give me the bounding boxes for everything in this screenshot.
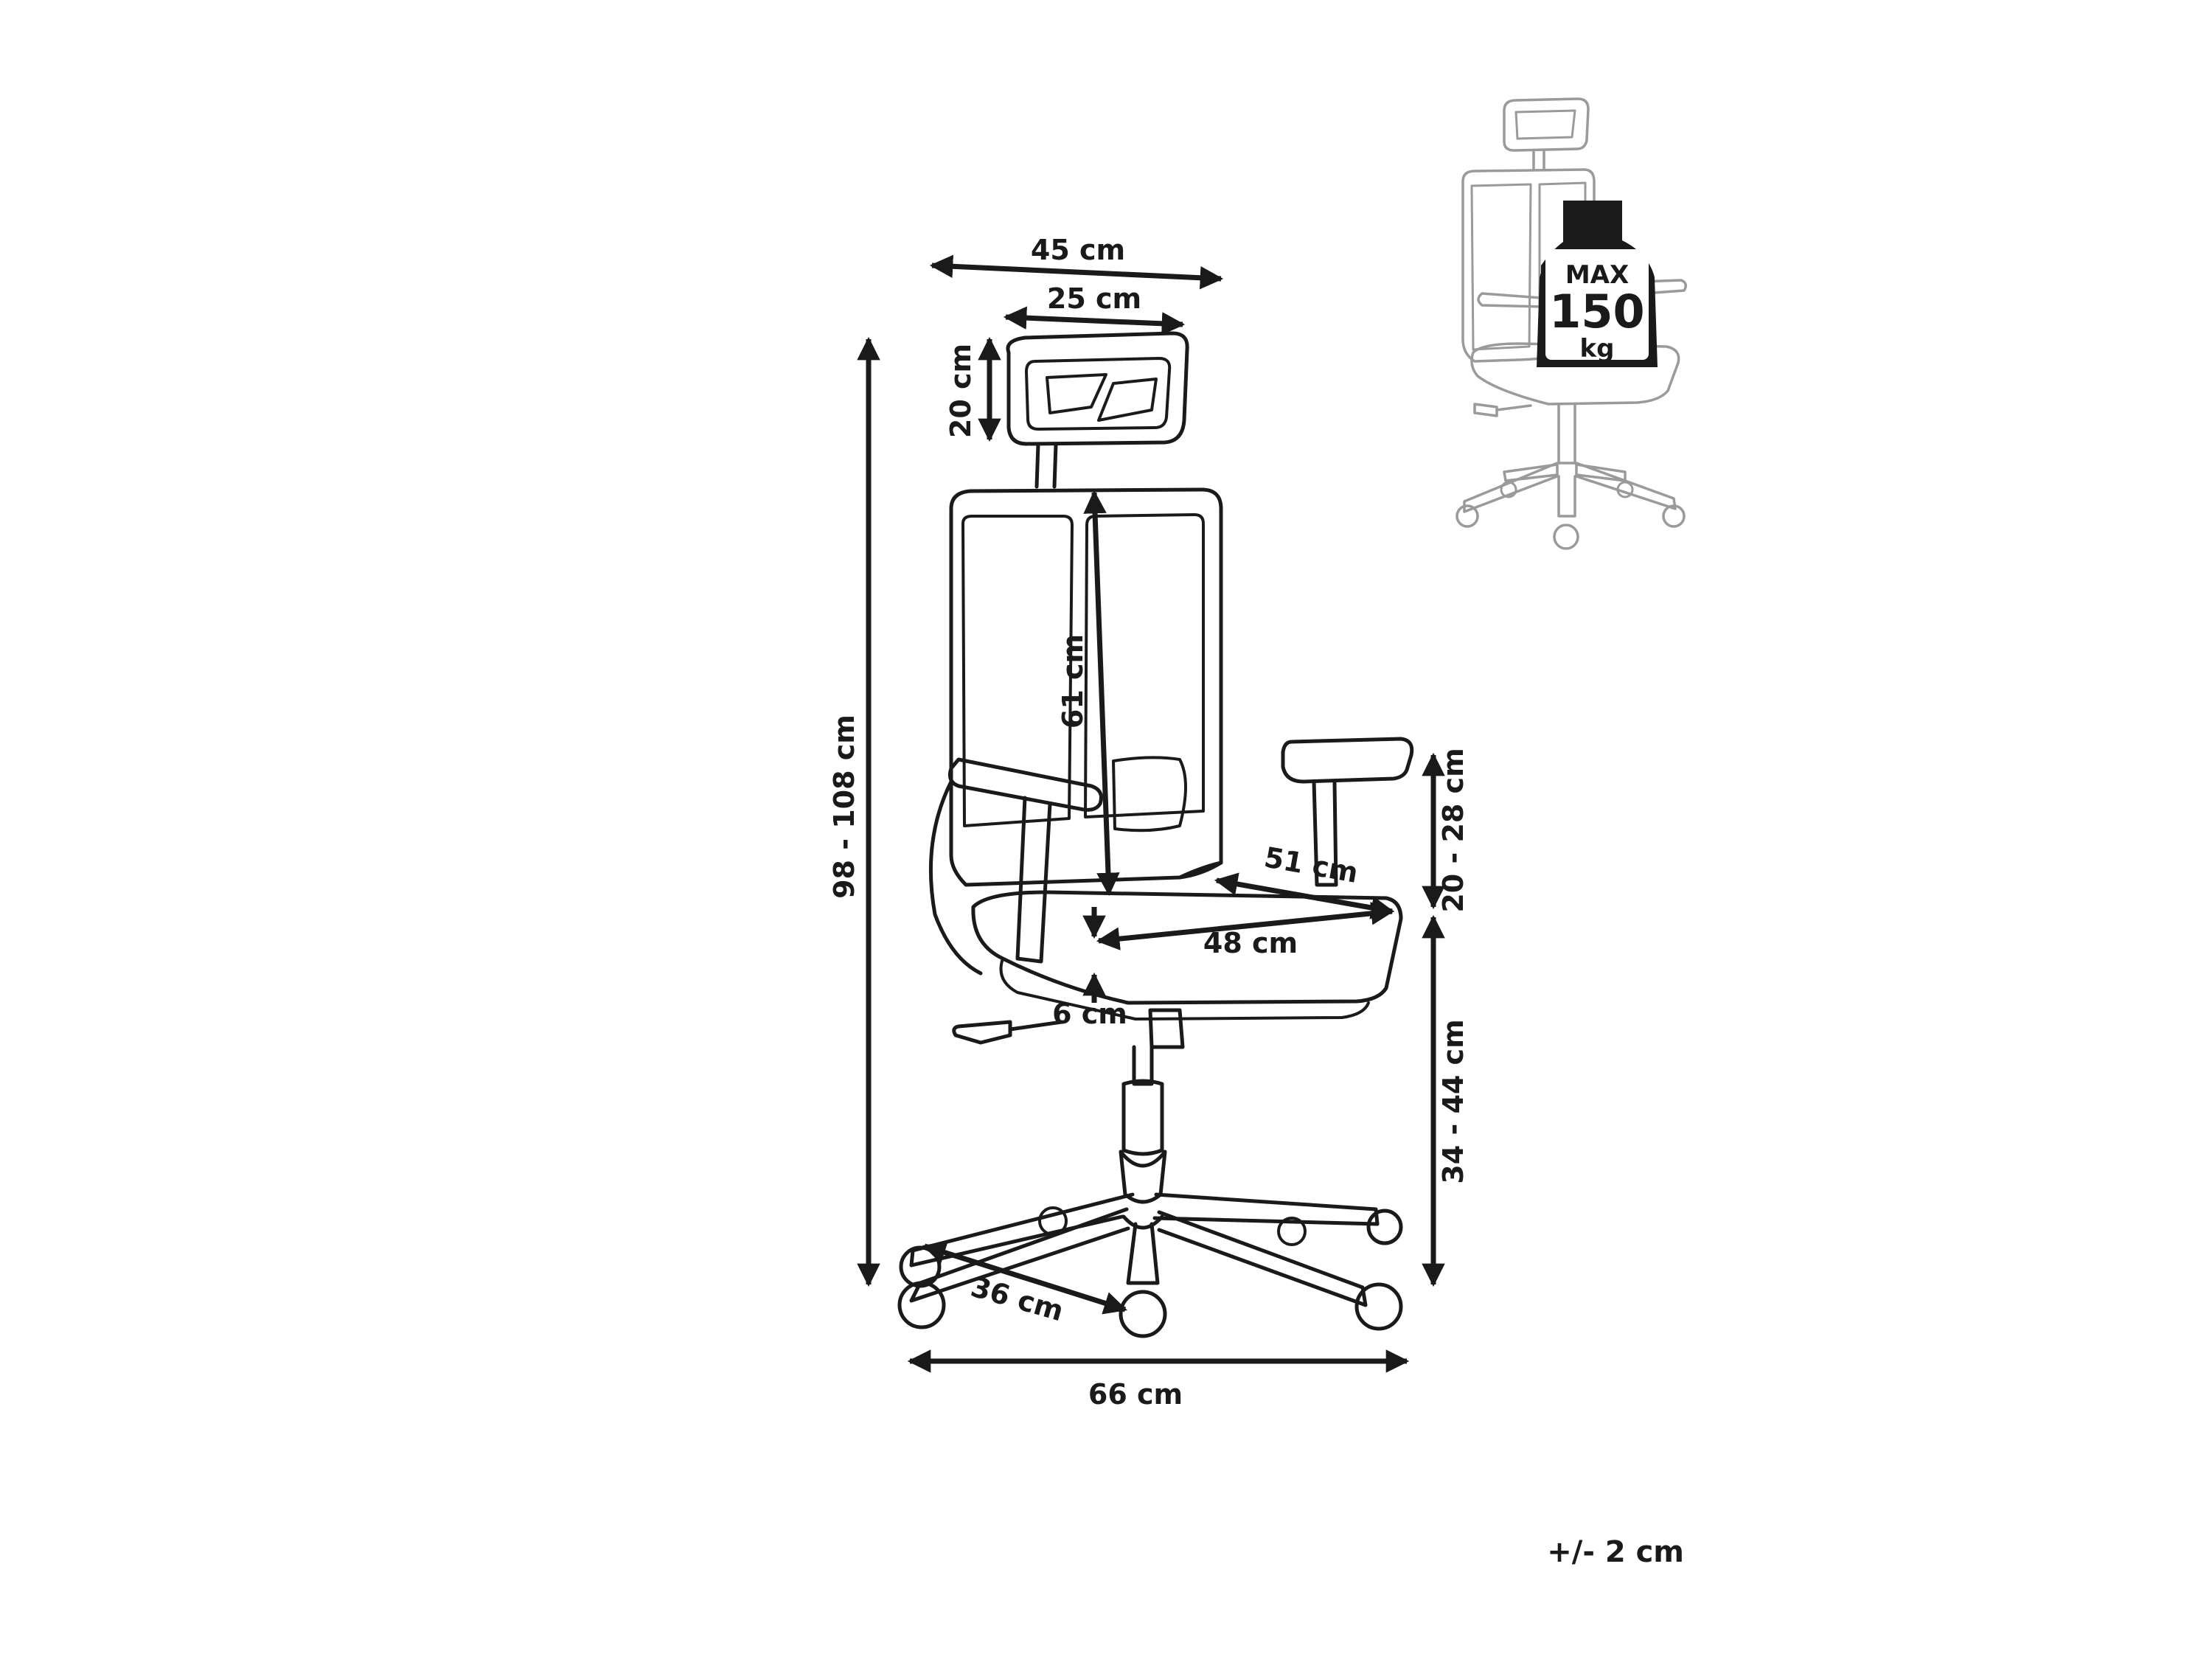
dimension-arrows xyxy=(857,254,1445,1373)
arrow-backrest-height xyxy=(1083,490,1120,897)
armrests xyxy=(947,737,1414,964)
thumbnail-chair xyxy=(1455,97,1687,550)
gas-cylinder xyxy=(1121,1045,1164,1156)
max-load-unit: kg xyxy=(1580,334,1615,364)
label-headrest-outer-width: 45 cm xyxy=(1031,234,1125,266)
max-load-weight-icon: MAX 150 kg xyxy=(1537,201,1658,367)
label-seat-height: 34 - 44 cm xyxy=(1437,1019,1470,1183)
label-headrest-height: 20 cm xyxy=(945,344,977,438)
label-seat-thickness: 6 cm xyxy=(1052,998,1127,1030)
label-backrest-height: 61 cm xyxy=(1057,634,1089,729)
label-leg-length: 36 cm xyxy=(967,1270,1067,1328)
label-base-width: 66 cm xyxy=(1088,1378,1183,1411)
max-label: MAX xyxy=(1565,260,1629,290)
label-seat-width: 48 cm xyxy=(1203,927,1298,959)
tolerance-note: +/- 2 cm xyxy=(1547,1535,1684,1569)
arrow-headrest-outer-width xyxy=(929,254,1224,290)
label-seat-depth: 51 cm xyxy=(1262,841,1360,889)
label-total-height: 98 - 108 cm xyxy=(828,714,860,899)
max-load-value: 150 xyxy=(1549,285,1644,338)
arrow-leg-length xyxy=(922,1241,1128,1315)
mechanism xyxy=(952,1008,1185,1049)
label-headrest-inner-width: 25 cm xyxy=(1047,282,1141,315)
arrow-seat-width xyxy=(1096,902,1395,950)
arrow-headrest-inner-width xyxy=(1003,306,1186,335)
headrest xyxy=(1006,331,1189,489)
seat xyxy=(971,890,1403,1021)
label-armrest-height: 20 - 28 cm xyxy=(1437,748,1470,912)
backrest xyxy=(928,487,1223,976)
chair-drawing xyxy=(897,331,1414,1338)
